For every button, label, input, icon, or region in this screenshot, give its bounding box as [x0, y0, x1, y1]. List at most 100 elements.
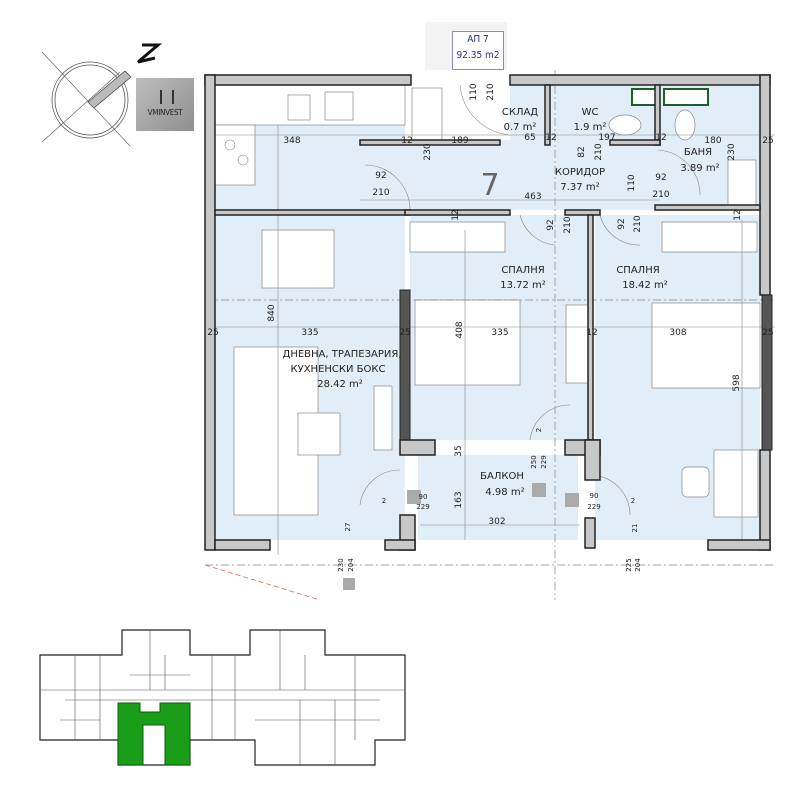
column [761, 294, 773, 451]
dim-label: 229 [416, 503, 429, 511]
dim-label: 348 [283, 136, 300, 146]
dining-table [261, 229, 335, 289]
shelf-bedroom1 [565, 304, 589, 384]
coffee-table [297, 412, 341, 456]
dim-label: 12 [586, 328, 597, 338]
highlighted-apartment [117, 702, 191, 766]
dim-label: 335 [301, 328, 318, 338]
dimension-lines [204, 70, 775, 601]
desk [713, 449, 759, 518]
apartment-area: 92.35 m2 [456, 50, 500, 61]
dim-label: 335 [491, 328, 508, 338]
dim-label: 2 [382, 497, 386, 505]
bedroom1-area: 13.72 m² [500, 280, 546, 291]
dim-label: 189 [451, 136, 468, 146]
dim-label: 230 [727, 143, 737, 160]
dim-label: 408 [455, 321, 465, 338]
dim-label: 92 [375, 171, 386, 181]
wardrobe-bedroom2 [661, 221, 758, 253]
north-label-glyph [137, 43, 163, 64]
key-plan [39, 629, 406, 766]
bed-bedroom1 [414, 299, 521, 386]
dim-label: 25 [207, 328, 218, 338]
dim-label: 230 [423, 143, 433, 160]
bathroom-area: 3.89 m² [680, 163, 719, 174]
furniture [214, 84, 761, 590]
dim-label: 210 [633, 215, 643, 232]
balcony-label: БАЛКОН [480, 471, 524, 482]
dim-label: 180 [704, 136, 721, 146]
bathroom-sink [727, 159, 757, 206]
living-room-label-line2: КУХНЕНСКИ БОКС [291, 364, 386, 375]
dimension-labels: 348 12 189 230 92 210 463 110 210 65 12 … [207, 83, 773, 572]
dim-label: 12 [733, 209, 743, 220]
bedroom1-label: СПАЛНЯ [501, 265, 544, 276]
dim-label: 21 [631, 524, 639, 533]
dim-label: 463 [524, 192, 541, 202]
wc-toilet [608, 114, 642, 136]
dim-label: 210 [563, 216, 573, 233]
dim-label: 25 [762, 136, 773, 146]
living-room-area: 28.42 m² [317, 379, 363, 390]
bathroom-label: БАНЯ [684, 147, 712, 158]
apartment-tag: АП 7 92.35 m2 [452, 31, 504, 70]
dim-label: 27 [344, 523, 352, 532]
dim-label: 210 [372, 188, 389, 198]
tv-unit [373, 385, 393, 451]
dim-label: 163 [454, 491, 464, 508]
dim-label: 65 [524, 133, 535, 143]
dim-label: 302 [488, 517, 505, 527]
storage-label: СКЛАД [502, 107, 538, 118]
corridor-area: 7.37 m² [560, 182, 599, 193]
dim-label: 204 [634, 558, 642, 572]
dim-label: 90 [419, 493, 428, 501]
walls [204, 74, 773, 551]
north-compass-icon [41, 43, 163, 147]
bed-bedroom2 [651, 302, 761, 389]
dim-label: 308 [669, 328, 686, 338]
dim-label: 250 [530, 455, 538, 468]
balcony-area [418, 455, 578, 540]
dim-label: 12 [545, 133, 556, 143]
dim-label: 229 [540, 455, 548, 468]
wc-label: WC [582, 107, 599, 118]
bath-toilet [674, 109, 696, 141]
wc-area: 1.9 m² [574, 122, 607, 133]
dim-label: 92 [617, 218, 627, 229]
chair [681, 466, 710, 498]
bedroom2-area: 18.42 m² [622, 280, 668, 291]
dim-label: 197 [598, 133, 615, 143]
corridor-label: КОРИДОР [555, 167, 605, 178]
dim-label: 204 [347, 558, 355, 572]
dim-label: 229 [587, 503, 600, 511]
dim-label: 92 [655, 173, 666, 183]
dim-label: 12 [655, 133, 666, 143]
dim-label: 2 [535, 428, 543, 432]
radiator [631, 88, 658, 106]
dim-label: 82 [577, 146, 587, 157]
living-room-label-line1: ДНЕВНА, ТРАПЕЗАРИЯ, [283, 349, 402, 360]
dim-label: 210 [486, 83, 496, 100]
dim-label: 12 [401, 136, 412, 146]
logo-mark-icon [160, 90, 174, 104]
dim-label: 110 [627, 174, 637, 191]
kitchen-cooktop [214, 124, 256, 186]
dim-label: 92 [546, 219, 556, 230]
dim-label: 12 [451, 209, 461, 220]
dim-label: 210 [652, 190, 669, 200]
radiator [663, 88, 709, 106]
shower [411, 87, 443, 144]
dim-label: 25 [399, 328, 410, 338]
dim-label: 598 [732, 374, 742, 391]
logo-text: VMINVEST [147, 108, 183, 117]
dim-label: 225 [625, 558, 633, 571]
bedroom2-label: СПАЛНЯ [616, 265, 659, 276]
vminvest-logo: VMINVEST [136, 78, 194, 131]
dim-label: 110 [469, 83, 479, 100]
dim-label: 2 [631, 497, 635, 505]
apartment-number: 7 [480, 168, 499, 203]
dim-label: 210 [594, 143, 604, 160]
apartment-name: АП 7 [467, 34, 489, 45]
dim-label: 230 [337, 558, 345, 571]
